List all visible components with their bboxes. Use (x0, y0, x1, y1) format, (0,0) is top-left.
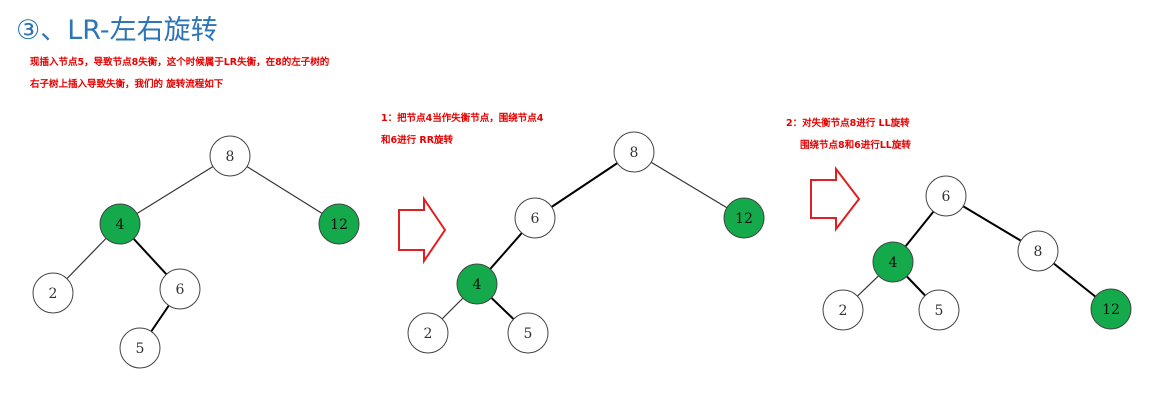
tree-node: 12 (1090, 288, 1132, 330)
node-circle (119, 327, 161, 369)
node-label: 12 (735, 211, 753, 227)
step1-note-line: 和6进行 RR旋转 (381, 135, 454, 146)
tree-node: 5 (119, 327, 161, 369)
node-circle (507, 312, 549, 354)
node-label: 4 (116, 217, 125, 233)
edge-8-12 (229, 155, 340, 225)
node-label: 4 (473, 277, 482, 293)
node-circle (925, 175, 967, 217)
node-circle (99, 203, 141, 245)
node-label: 12 (330, 217, 348, 233)
node-circle (514, 197, 556, 239)
node-circle (209, 135, 251, 177)
node-circle (318, 203, 360, 245)
step-arrow-1 (398, 195, 447, 265)
tree-node: 6 (925, 175, 967, 217)
node-circle (32, 272, 74, 314)
tree-node: 2 (32, 272, 74, 314)
tree-node: 2 (407, 312, 449, 354)
node-circle (918, 289, 960, 331)
node-label: 6 (531, 211, 540, 227)
tree-node: 5 (918, 289, 960, 331)
slide-title: ③、LR-左右旋转 (16, 15, 218, 46)
node-label: 5 (524, 326, 533, 342)
tree-node: 4 (456, 263, 498, 305)
node-label: 2 (49, 286, 58, 302)
tree-node: 4 (99, 203, 141, 245)
node-label: 5 (136, 341, 145, 357)
tree-node: 8 (613, 131, 655, 173)
tree-node: 8 (209, 135, 251, 177)
node-label: 2 (839, 303, 848, 319)
step1-note-line: 1：把节点4当作失衡节点，围绕节点4 (381, 113, 544, 124)
node-label: 6 (176, 282, 185, 298)
tree-node: 4 (872, 241, 914, 283)
node-label: 8 (630, 145, 639, 161)
tree-after-ll: 6 4 8 2 5 12 (822, 175, 1132, 331)
tree-after-rr: 8 6 12 4 2 5 (407, 131, 765, 354)
node-label: 2 (424, 326, 433, 342)
edge-8-4 (119, 155, 231, 225)
node-label: 8 (226, 149, 235, 165)
step1-note: 1：把节点4当作失衡节点，围绕节点4 和6进行 RR旋转 (381, 108, 543, 152)
intro-note: 现插入节点5，导致节点8失衡，这个时候属于LR失衡，在8的左子树的 右子树上插入… (30, 52, 329, 96)
intro-note-line: 现插入节点5，导致节点8失衡，这个时候属于LR失衡，在8的左子树的 (30, 57, 330, 68)
edge-8-12 (633, 151, 745, 219)
node-circle (1090, 288, 1132, 330)
node-label: 12 (1102, 302, 1120, 318)
node-circle (822, 289, 864, 331)
step2-note-line: 2：对失衡节点8进行 LL旋转 (786, 118, 910, 129)
tree-node: 8 (1017, 230, 1059, 272)
node-circle (456, 263, 498, 305)
node-circle (613, 131, 655, 173)
tree-node: 6 (514, 197, 556, 239)
tree-node: 2 (822, 289, 864, 331)
node-circle (1017, 230, 1059, 272)
tree-node: 5 (507, 312, 549, 354)
node-circle (159, 268, 201, 310)
node-circle (872, 241, 914, 283)
step2-note: 2：对失衡节点8进行 LL旋转 围绕节点8和6进行LL旋转 (786, 113, 911, 157)
node-label: 8 (1034, 244, 1043, 260)
intro-note-line: 右子树上插入导致失衡，我们的 旋转流程如下 (30, 79, 224, 90)
node-label: 6 (942, 189, 951, 205)
node-label: 5 (935, 303, 944, 319)
step-arrow-2 (810, 166, 861, 232)
node-label: 4 (889, 255, 898, 271)
node-circle (407, 312, 449, 354)
tree-node: 12 (318, 203, 360, 245)
tree-node: 12 (723, 197, 765, 239)
tree-node: 6 (159, 268, 201, 310)
step2-note-line: 围绕节点8和6进行LL旋转 (800, 140, 911, 151)
tree-initial: 8 4 12 2 6 5 (32, 135, 360, 369)
node-circle (723, 197, 765, 239)
